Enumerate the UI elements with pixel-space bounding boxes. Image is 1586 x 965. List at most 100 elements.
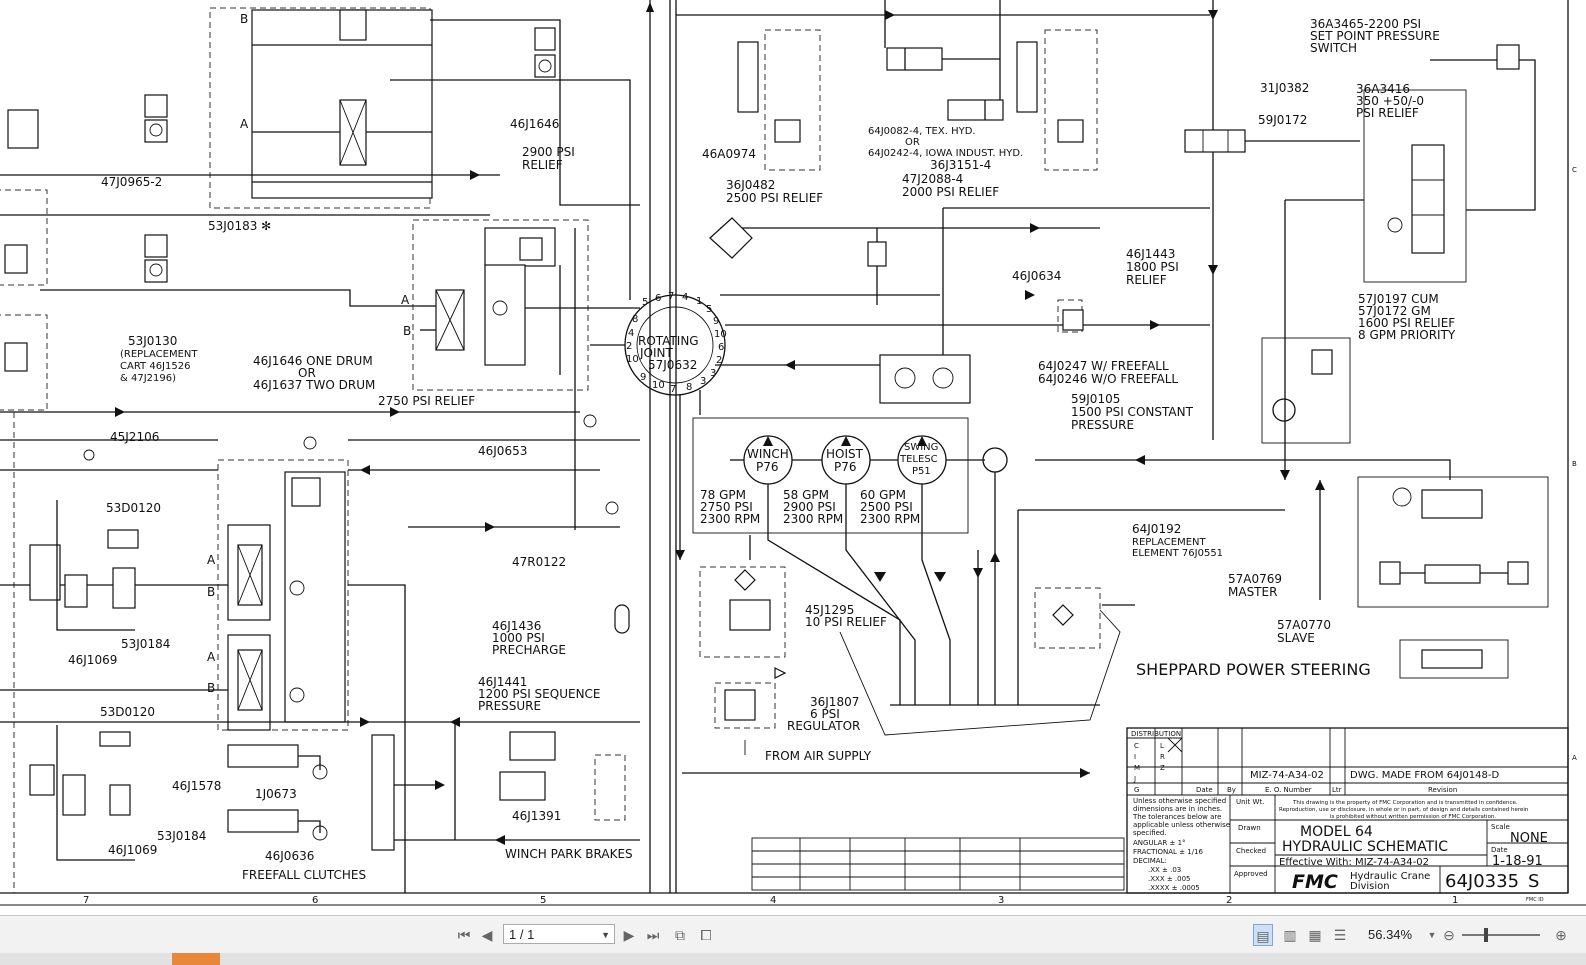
tolerance-xx: .XX ± .03 <box>1148 866 1181 874</box>
label-46j0636: 46J0636 <box>265 849 314 863</box>
center-circuit <box>676 0 1210 778</box>
label-46j0653: 46J0653 <box>478 444 527 458</box>
label-46j1646: 46J1646 <box>510 117 559 131</box>
continuous-view-icon[interactable]: ▥ <box>1283 927 1297 943</box>
approved-label: Approved <box>1234 870 1268 878</box>
label-pump-spec: 58 GPM <box>783 488 829 502</box>
label-36a3465: SET POINT PRESSURE <box>1310 29 1440 43</box>
distribution-code: J <box>1133 775 1136 783</box>
rotating-joint <box>590 294 1210 560</box>
label-36j0482: 2500 PSI RELIEF <box>726 191 823 205</box>
distribution-code: Z <box>1160 764 1165 772</box>
distribution-code: M <box>1134 764 1140 772</box>
label-rotating-joint: 57J0632 <box>648 358 697 372</box>
label-53j0130-note: CART 46J1526 <box>120 361 190 372</box>
label-46j1436: 46J1436 <box>492 619 541 633</box>
tolerance-decimal: DECIMAL: <box>1133 857 1167 865</box>
previous-page-icon[interactable]: ◀ <box>481 927 493 943</box>
label-59j0172: 59J0172 <box>1258 113 1307 127</box>
drawing-revision-letter: S <box>1528 871 1539 892</box>
first-page-icon[interactable]: ⏮ <box>457 927 471 943</box>
label-47j0965: 47J0965-2 <box>101 175 162 189</box>
label-pump-winch: WINCH <box>747 447 789 461</box>
column-revision: Revision <box>1428 786 1457 794</box>
label-53j0183: 53J0183 ✻ <box>208 219 271 233</box>
row-letter: A <box>1572 754 1577 762</box>
unit-weight-label: Unit Wt. <box>1236 798 1264 806</box>
zoom-out-icon[interactable]: ⊖ <box>1443 927 1455 943</box>
property-notice: is prohibited without written permission… <box>1330 814 1496 820</box>
label-46j1441: PRESSURE <box>478 699 541 713</box>
scale-label: Scale <box>1491 823 1510 831</box>
label-45j2106: 45J2106 <box>110 430 159 444</box>
label-36j0482: 36J0482 <box>726 178 775 192</box>
label-46j1443: 1800 PSI <box>1126 260 1179 274</box>
title-block <box>751 727 1569 894</box>
label-53j0130: 53J0130 <box>128 334 177 348</box>
last-page-icon[interactable]: ⏭ <box>646 927 660 943</box>
zone-number: 2 <box>1226 895 1232 906</box>
label-46j1443: RELIEF <box>1126 273 1167 287</box>
joint-port-number: 3 <box>710 368 716 379</box>
zoom-in-icon[interactable]: ⊕ <box>1555 927 1567 943</box>
joint-port-number: 7 <box>670 384 676 395</box>
column-ltr: Ltr <box>1332 786 1342 794</box>
zone-number: 3 <box>998 895 1004 906</box>
label-sheppard-power-steering: SHEPPARD POWER STEERING <box>1136 660 1371 679</box>
label-pump-swing: TELESC <box>899 454 938 465</box>
fit-page-icon[interactable]: ⧉ <box>675 927 685 943</box>
label-36a3416: 350 +50/-0 <box>1356 94 1424 108</box>
zoom-slider-handle[interactable] <box>1484 928 1488 942</box>
zoom-dropdown-icon[interactable]: ▼ <box>1427 930 1437 940</box>
port-label: B <box>403 324 411 338</box>
label-57a0770: SLAVE <box>1277 631 1315 645</box>
joint-port-number: 4 <box>628 328 634 339</box>
drawing-number: 64J0335 <box>1445 871 1519 892</box>
joint-port-number: 3 <box>700 376 706 387</box>
next-page-icon[interactable]: ▶ <box>623 927 635 943</box>
distribution-code: R <box>1160 753 1165 761</box>
continuous-facing-view-icon[interactable]: ☰ <box>1333 927 1347 943</box>
label-46j1069: 46J1069 <box>68 653 117 667</box>
zoom-slider[interactable] <box>1462 934 1540 936</box>
label-46j0634: 46J0634 <box>1012 269 1061 283</box>
row-letter: B <box>1572 460 1577 468</box>
label-36a3416: PSI RELIEF <box>1356 106 1419 120</box>
joint-port-number: 8 <box>632 314 638 325</box>
row-letter: C <box>1572 166 1577 174</box>
drawn-label: Drawn <box>1238 824 1261 832</box>
label-53j0130-note: (REPLACEMENT <box>120 349 198 360</box>
port-label: A <box>401 293 410 307</box>
zoom-level[interactable]: 56.34% <box>1368 927 1413 942</box>
tolerance-xxxx: .XXXX ± .0005 <box>1148 884 1200 892</box>
label-46j1391: 46J1391 <box>512 809 561 823</box>
fit-width-icon[interactable]: ⧠ <box>700 927 712 943</box>
label-59j0105: 1500 PSI CONSTANT <box>1071 405 1194 419</box>
label-64j0192: REPLACEMENT <box>1132 537 1206 548</box>
column-date: Date <box>1196 786 1213 794</box>
port-label: B <box>207 681 215 695</box>
label-46j1436: PRECHARGE <box>492 643 566 657</box>
label-53d0120: 53D0120 <box>106 501 161 515</box>
joint-port-number: 7 <box>668 291 674 302</box>
facing-view-icon[interactable]: ▦ <box>1308 927 1322 943</box>
tolerance-xxx: .XXX ± .005 <box>1148 875 1191 883</box>
label-64j0246: 64J0246 W/O FREEFALL <box>1038 372 1178 386</box>
label-53j0184: 53J0184 <box>121 637 170 651</box>
label-53j0130-note: & 47J2196) <box>120 373 176 384</box>
single-page-view-icon[interactable]: ▤ <box>1253 924 1273 946</box>
document-viewport[interactable]: 47J0965-2 53J0183 ✻ 53J0130 (REPLACEMENT… <box>0 0 1586 915</box>
page-number-input[interactable]: 1 / 1 ▼ <box>503 924 615 944</box>
status-bar <box>0 953 1586 965</box>
label-47j2088: 2000 PSI RELIEF <box>902 185 999 199</box>
zone-number: 5 <box>540 895 546 906</box>
label-pump-hoist: HOIST <box>826 447 864 461</box>
joint-port-number: 4 <box>682 292 688 303</box>
label-47r0122: 47R0122 <box>512 555 566 569</box>
right-circuit <box>1018 0 1549 679</box>
label-2750-relief: 2750 PSI RELIEF <box>378 394 475 408</box>
zone-number: 1 <box>1452 895 1458 906</box>
distribution-code: G <box>1134 786 1139 794</box>
zone-number: 4 <box>770 895 776 906</box>
label-46j1441: 1200 PSI SEQUENCE <box>478 687 601 701</box>
